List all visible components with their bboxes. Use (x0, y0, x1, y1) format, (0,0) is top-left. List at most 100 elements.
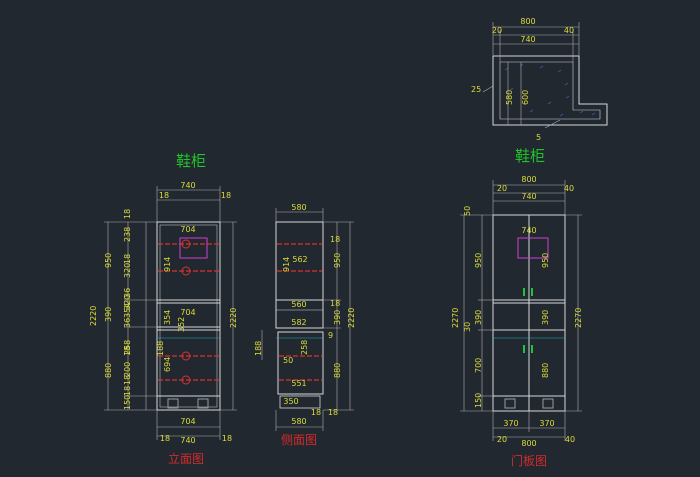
dim-front-150: 150 (123, 395, 132, 410)
dim-door-370a: 370 (503, 419, 518, 428)
dim-front-18d: 18 (123, 375, 132, 385)
caption-front-elevation: 立面图 (168, 451, 204, 466)
dim-side-914: 914 (282, 257, 291, 272)
dim-front-bottom-right: 18 (222, 434, 232, 443)
dim-front-320b: 320 (123, 295, 132, 310)
dim-front-188: 188 (156, 341, 165, 356)
dim-door-top-left: 20 (497, 184, 507, 193)
dim-door-bottom-right: 40 (565, 435, 575, 444)
dim-side-880: 880 (333, 363, 342, 378)
dim-plan-inner: 740 (520, 35, 535, 44)
dim-front-354b: 354 (163, 310, 172, 325)
dim-front-2220: 2220 (89, 306, 98, 326)
dim-front-880: 880 (104, 363, 113, 378)
dim-front-2220-right: 2220 (229, 308, 238, 328)
front-elevation (156, 221, 221, 411)
side-elevation (275, 221, 324, 409)
dim-front-bottom-left: 18 (160, 434, 170, 443)
dim-door-370b: 370 (539, 419, 554, 428)
dim-front-704a: 704 (180, 225, 195, 234)
dim-door-top-width: 800 (521, 175, 536, 184)
dim-front-18c: 18 (123, 346, 132, 356)
dim-door-950: 950 (474, 253, 483, 268)
dim-side-18d: 18 (328, 408, 338, 417)
dim-door-740: 740 (521, 226, 536, 235)
dim-door-390: 390 (474, 310, 483, 325)
dim-side-2220: 2220 (347, 308, 356, 328)
dim-front-top-right: 18 (221, 191, 231, 200)
dim-front-238: 238 (123, 227, 132, 242)
dim-front-950: 950 (104, 253, 113, 268)
dim-plan-580: 580 (505, 90, 514, 105)
dim-door-950-inner: 950 (541, 253, 550, 268)
dim-side-50: 50 (283, 356, 293, 365)
door-feet (504, 398, 554, 409)
dim-side-bottom: 580 (291, 417, 306, 426)
side-base (279, 395, 321, 409)
front-cabinet-inner (159, 224, 218, 408)
plan-inner-outline (499, 61, 601, 120)
dim-side-9: 9 (328, 331, 333, 340)
side-lower-outline (277, 331, 324, 395)
dim-side-390: 390 (333, 310, 342, 325)
dim-side-188: 188 (254, 341, 263, 356)
dim-side-350: 350 (283, 397, 298, 406)
dim-side-top: 580 (291, 203, 306, 212)
front-shoe-markers (181, 239, 191, 385)
dim-plan-width: 800 (520, 17, 535, 26)
dim-front-694: 694 (163, 357, 172, 372)
dim-plan-600: 600 (521, 90, 530, 105)
door-handles (523, 288, 533, 353)
dim-front-top-left: 18 (159, 191, 169, 200)
dim-door-50: 50 (463, 206, 472, 216)
title-left: 鞋柜 (176, 152, 206, 170)
dim-plan-right: 40 (564, 26, 574, 35)
dim-side-18b: 18 (330, 299, 340, 308)
front-shelves (158, 243, 219, 381)
dim-front-18b: 18 (123, 254, 132, 264)
dim-side-258: 258 (300, 340, 309, 355)
plan-hatch (504, 63, 596, 117)
dim-front-36b: 36 (123, 318, 132, 328)
side-shelves (277, 243, 322, 381)
dim-side-562: 562 (292, 255, 307, 264)
dim-front-704b: 704 (180, 308, 195, 317)
title-right: 鞋柜 (515, 147, 545, 165)
front-marker-box (179, 237, 208, 259)
door-panel-view (492, 214, 566, 412)
dim-door-top-right: 40 (564, 184, 574, 193)
dim-side-18c: 18 (311, 408, 321, 417)
dim-plan-25: 25 (471, 85, 481, 94)
dim-front-320a: 320 (123, 263, 132, 278)
caption-door-panel: 门板图 (511, 453, 547, 468)
dim-door-bottom-width: 800 (521, 439, 536, 448)
dim-door-390-inner: 390 (541, 310, 550, 325)
front-feet (167, 398, 209, 409)
dim-front-top-width: 740 (180, 181, 195, 190)
dim-front-354a: 354 (123, 303, 132, 318)
dim-door-2270: 2270 (451, 308, 460, 328)
dim-door-700: 700 (474, 358, 483, 373)
dim-front-18e: 18 (123, 386, 132, 396)
door-marker-box (517, 237, 549, 259)
dim-door-150: 150 (474, 393, 483, 408)
dim-front-390: 390 (104, 307, 113, 322)
dim-side-950: 950 (333, 253, 342, 268)
dim-door-top-inner: 740 (521, 192, 536, 201)
dim-front-200: 200 (123, 362, 132, 377)
dim-front-36a: 36 (123, 288, 132, 298)
dim-front-bottom-704: 704 (180, 417, 195, 426)
dim-door-bottom-left: 20 (497, 435, 507, 444)
dim-front-bottom-inner: 740 (180, 436, 195, 445)
dim-side-18a: 18 (330, 235, 340, 244)
dim-plan-5: 5 (536, 133, 541, 142)
dim-front-258: 258 (123, 340, 132, 355)
caption-side-elevation: 侧面图 (281, 433, 317, 447)
dim-door-2270-right: 2270 (574, 308, 583, 328)
dim-front-18a: 18 (123, 209, 132, 219)
side-mid-outline (275, 299, 324, 329)
dim-plan-left: 20 (492, 26, 502, 35)
dim-side-582: 582 (291, 318, 306, 327)
